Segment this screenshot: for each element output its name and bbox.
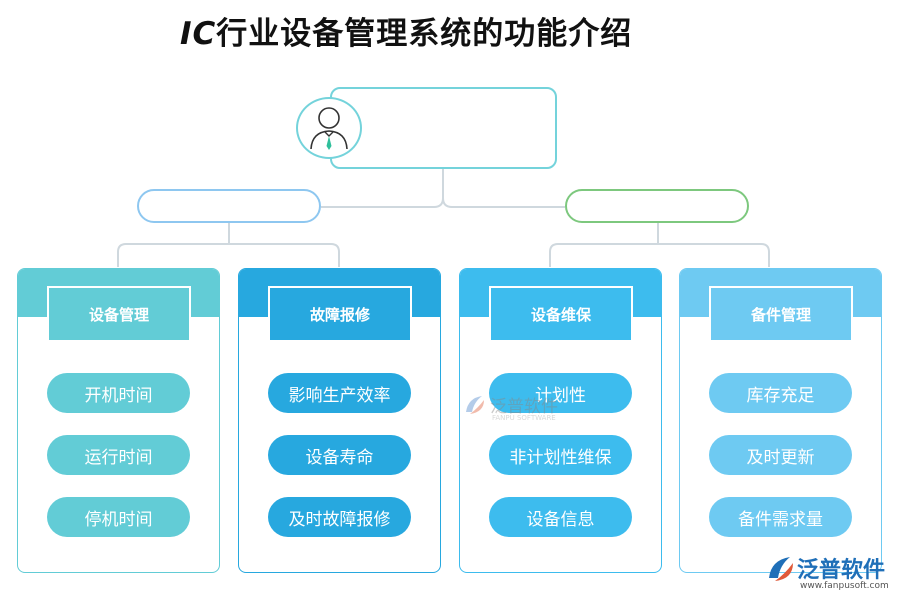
left-branch-connector (117, 223, 340, 267)
card-title: 备件管理 (709, 286, 853, 342)
watermark: 泛普软件 FANPU SOFTWARE (462, 388, 572, 428)
card-item: 设备信息 (489, 497, 632, 537)
title-text: 行业设备管理系统的功能介绍 (216, 16, 633, 52)
card-item: 开机时间 (47, 373, 190, 413)
title-prefix: IC (180, 16, 217, 52)
card-fault-repair: 故障报修 影响生产效率 设备寿命 及时故障报修 (238, 268, 441, 573)
right-branch-connector (549, 223, 770, 267)
card-item: 设备寿命 (268, 435, 411, 475)
page-title: IC行业设备管理系统的功能介绍 (180, 8, 720, 52)
card-equipment-management: 设备管理 开机时间 运行时间 停机时间 (17, 268, 220, 573)
fanpu-logo-icon (769, 557, 793, 581)
card-item: 库存充足 (709, 373, 852, 413)
user-icon (310, 107, 348, 150)
watermark-text: 泛普软件 (490, 397, 558, 417)
watermark-logo-icon (466, 396, 484, 414)
card-title: 故障报修 (268, 286, 412, 342)
root-connector (321, 169, 565, 208)
card-item: 运行时间 (47, 435, 190, 475)
card-item: 停机时间 (47, 497, 190, 537)
logo-url: www.fanpusoft.com (800, 581, 889, 591)
card-item: 计划性 (489, 373, 632, 413)
card-item: 及时故障报修 (268, 497, 411, 537)
watermark-subtext: FANPU SOFTWARE (492, 414, 556, 422)
brand-logo: 泛普软件 www.fanpusoft.com (766, 552, 892, 596)
card-item: 非计划性维保 (489, 435, 632, 475)
card-title: 设备管理 (47, 286, 191, 342)
logo-text: 泛普软件 (797, 558, 886, 583)
root-node (330, 87, 557, 169)
card-title: 设备维保 (489, 286, 633, 342)
card-item: 及时更新 (709, 435, 852, 475)
branch-right (565, 189, 749, 223)
card-equipment-maintenance: 设备维保 计划性 非计划性维保 设备信息 (459, 268, 662, 573)
card-item: 备件需求量 (709, 497, 852, 537)
user-avatar (296, 97, 362, 159)
card-spare-parts: 备件管理 库存充足 及时更新 备件需求量 (679, 268, 882, 573)
branch-left (137, 189, 321, 223)
card-item: 影响生产效率 (268, 373, 411, 413)
